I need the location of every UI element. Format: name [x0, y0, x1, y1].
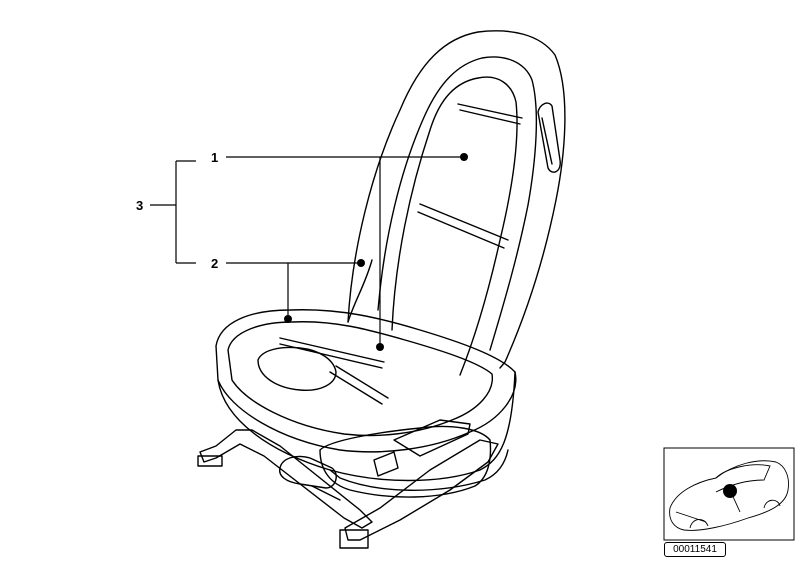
motor-shaft	[311, 485, 341, 501]
cushion-stripe-back	[279, 343, 383, 369]
cushion-inner	[227, 321, 493, 437]
cushion-stripe-rear-2	[329, 371, 383, 405]
car-wheel-rear	[763, 499, 781, 509]
belt-guide-slot	[541, 117, 553, 165]
callout-2: 2	[211, 256, 218, 271]
switch-panel	[373, 451, 399, 477]
motor-cylinder	[279, 455, 337, 489]
thumbnail-frame	[663, 447, 795, 541]
backrest-side	[347, 259, 373, 323]
car-wheel-front	[689, 519, 709, 529]
car-grille	[675, 511, 707, 523]
leader-dot-2-cushion	[284, 315, 292, 323]
backrest-inner-bolster	[377, 56, 538, 351]
car-thumbnail	[663, 447, 795, 541]
rail-foot-left	[197, 455, 223, 467]
seat-base-lower	[329, 449, 509, 491]
backrest-stripe-lower-2	[417, 211, 505, 249]
leader-dot-1-backrest	[460, 153, 468, 161]
backrest-stripe-upper	[457, 103, 523, 119]
callout-1: 1	[211, 150, 218, 165]
rail-right	[344, 439, 499, 541]
car-seat-marker	[723, 484, 737, 498]
backrest-stripe-lower	[419, 203, 509, 241]
leader-lines	[150, 156, 464, 346]
side-cover	[319, 425, 492, 498]
leader-dots	[284, 153, 468, 351]
backrest-center-panel	[391, 76, 518, 376]
reference-code: 00011541	[664, 542, 726, 557]
leader-dot-2-side	[357, 259, 365, 267]
seat-drawing	[197, 30, 566, 549]
cushion-pad	[257, 346, 337, 391]
cushion-outline	[215, 309, 517, 453]
cushion-stripe-front	[279, 337, 385, 363]
belt-guide	[537, 102, 561, 173]
cushion-stripe-rear	[335, 365, 389, 399]
backrest-stripe-upper-2	[459, 109, 521, 125]
callout-3: 3	[136, 198, 143, 213]
recline-lever	[393, 419, 471, 457]
seat-base	[217, 371, 516, 482]
leader-dot-1-cushion	[376, 343, 384, 351]
rail-foot-right	[339, 529, 369, 549]
leader-3-bracket	[170, 160, 196, 264]
